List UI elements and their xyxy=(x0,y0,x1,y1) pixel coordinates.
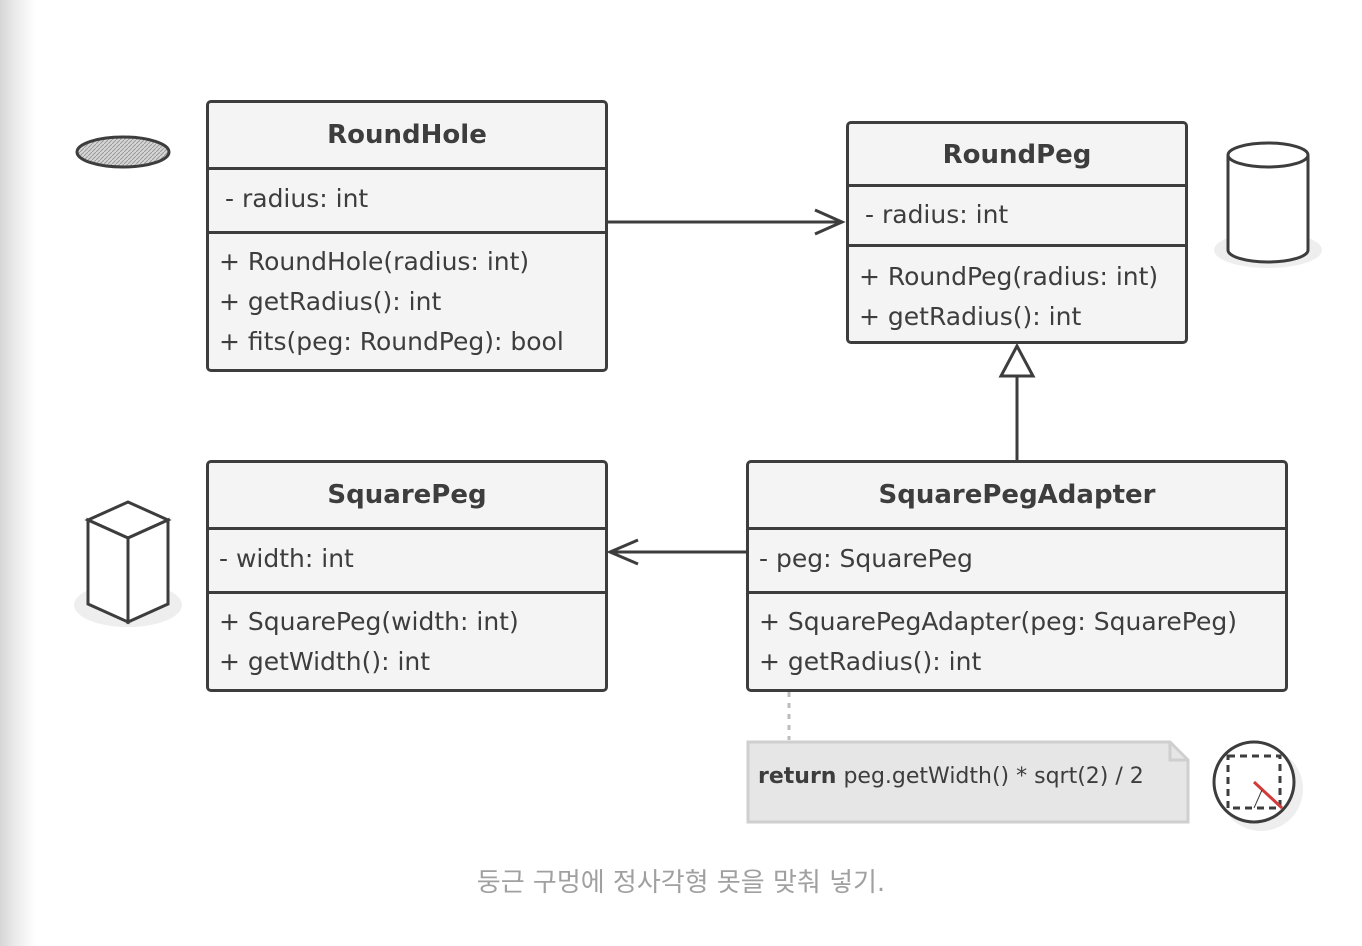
round-hole-icon xyxy=(75,135,171,169)
field-peg: - peg: SquarePeg xyxy=(759,544,973,573)
square-in-circle-icon xyxy=(1212,740,1303,831)
class-roundhole-title: RoundHole xyxy=(327,120,487,150)
association-arrowhead-squarepeg xyxy=(606,538,639,566)
method-constructor: + SquarePegAdapter(peg: SquarePeg) xyxy=(759,607,1237,636)
class-squarepegadapter-methods: + SquarePegAdapter(peg: SquarePeg) + get… xyxy=(749,591,1285,689)
class-roundhole-fields: - radius: int xyxy=(209,167,605,231)
class-roundpeg-fields: - radius: int xyxy=(849,184,1185,244)
method-constructor: + SquarePeg(width: int) xyxy=(219,607,519,636)
method-getradius: + getRadius(): int xyxy=(859,302,1082,331)
field-width: - width: int xyxy=(219,544,354,573)
class-roundpeg-title: RoundPeg xyxy=(942,140,1092,170)
class-roundpeg-methods: + RoundPeg(radius: int) + getRadius(): i… xyxy=(849,244,1185,341)
class-squarepegadapter-fields: - peg: SquarePeg xyxy=(749,527,1285,591)
class-roundhole-methods: + RoundHole(radius: int) + getRadius(): … xyxy=(209,231,605,369)
class-squarepeg-methods: + SquarePeg(width: int) + getWidth(): in… xyxy=(209,591,605,689)
figure-caption: 둥근 구멍에 정사각형 못을 맞춰 넣기. xyxy=(476,868,886,898)
note-code: return peg.getWidth() * sqrt(2) / 2 xyxy=(758,764,1144,789)
square-peg-icon xyxy=(74,500,182,627)
class-squarepeg-fields: - width: int xyxy=(209,527,605,591)
method-constructor: + RoundHole(radius: int) xyxy=(219,247,530,276)
class-roundpeg: RoundPeg - radius: int + RoundPeg(radius… xyxy=(846,121,1188,344)
page-left-shade xyxy=(0,0,36,946)
method-constructor: + RoundPeg(radius: int) xyxy=(859,262,1159,291)
field-radius: - radius: int xyxy=(865,200,1009,229)
note-fold xyxy=(1168,742,1188,762)
class-squarepeg: SquarePeg - width: int + SquarePeg(width… xyxy=(206,460,608,692)
inheritance-triangle xyxy=(998,342,1036,378)
note-shape xyxy=(746,740,1190,824)
note-keyword: return xyxy=(758,764,837,789)
association-arrowhead-roundpeg xyxy=(814,208,846,236)
class-roundhole: RoundHole - radius: int + RoundHole(radi… xyxy=(206,100,608,372)
field-radius: - radius: int xyxy=(225,184,369,213)
method-getradius: + getRadius(): int xyxy=(219,287,442,316)
method-getradius: + getRadius(): int xyxy=(759,647,982,676)
class-squarepegadapter: SquarePegAdapter - peg: SquarePeg + Squa… xyxy=(746,460,1288,692)
method-getwidth: + getWidth(): int xyxy=(219,647,431,676)
note-expression: peg.getWidth() * sqrt(2) / 2 xyxy=(843,764,1144,789)
method-fits: + fits(peg: RoundPeg): bool xyxy=(219,327,564,356)
class-squarepeg-title: SquarePeg xyxy=(327,480,487,510)
class-squarepegadapter-title: SquarePegAdapter xyxy=(878,480,1156,510)
round-peg-icon xyxy=(1214,141,1322,268)
